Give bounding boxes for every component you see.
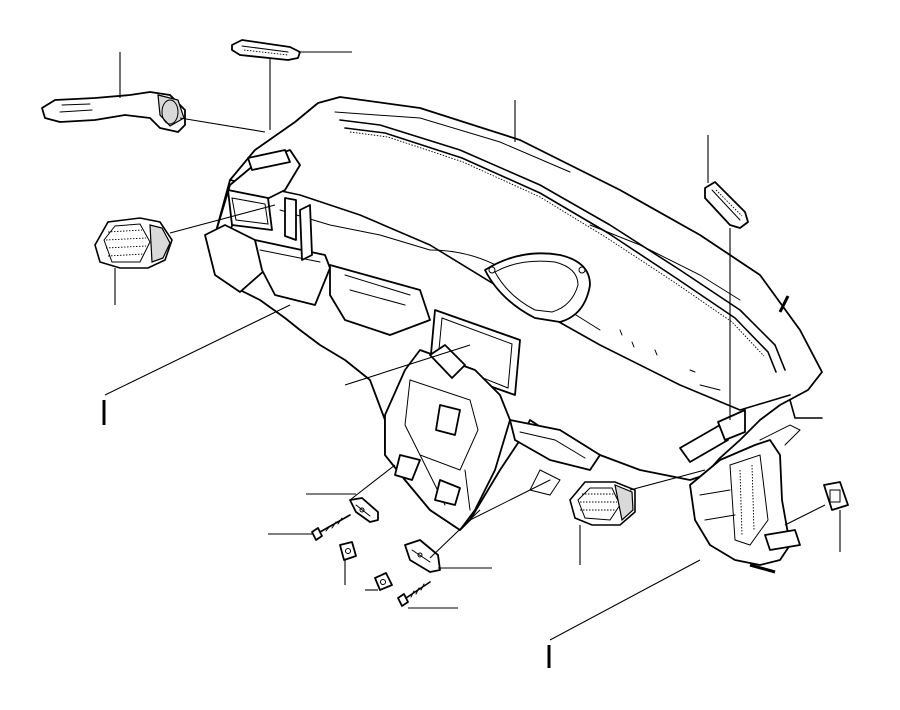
- right-air-vent: [569, 481, 636, 526]
- right-side-trim-panel: [689, 424, 801, 566]
- bracket-left: [349, 497, 379, 523]
- left-side-air-duct: [41, 91, 186, 133]
- retaining-clip: [823, 481, 849, 511]
- screw-upper: [311, 514, 351, 541]
- clip-nut-left: [339, 541, 357, 561]
- defroster-vent-cover-right: [704, 181, 749, 229]
- dash-detail-marks: [619, 329, 721, 391]
- defroster-vent-cover-left: [231, 39, 301, 61]
- screw-lower: [397, 581, 431, 607]
- dashboard-panel: [204, 96, 823, 531]
- callout-leader-lines: [102, 51, 841, 668]
- bracket-right: [404, 539, 441, 573]
- left-air-vent: [94, 217, 173, 269]
- clip-nut-right: [374, 572, 393, 591]
